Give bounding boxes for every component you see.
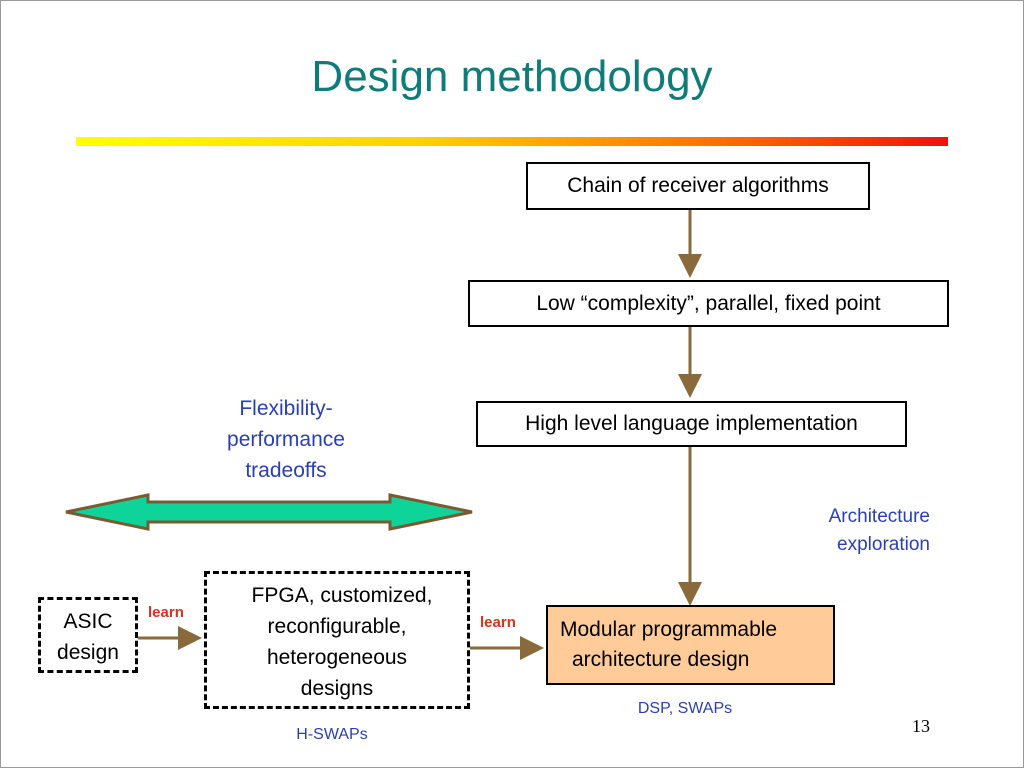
tradeoff-line-1: Flexibility- bbox=[239, 397, 333, 420]
low-complexity-box: Low “complexity”, parallel, fixed point bbox=[468, 280, 949, 327]
learn-label-right: learn bbox=[480, 614, 516, 631]
hswaps-label: H-SWAPs bbox=[296, 726, 368, 743]
asic-line-2: design bbox=[57, 641, 119, 664]
page-number: 13 bbox=[912, 716, 930, 736]
asic-line-1: ASIC bbox=[63, 610, 113, 633]
fpga-line-3: heterogeneous bbox=[266, 646, 408, 669]
title-gradient-bar bbox=[76, 137, 948, 146]
fpga-line-1: FPGA, customized, bbox=[251, 584, 433, 607]
modular-line-2: architecture design bbox=[572, 648, 750, 671]
modular-architecture-box: Modular programmable architecture design bbox=[546, 605, 835, 685]
modular-line-1: Modular programmable bbox=[560, 618, 778, 641]
fpga-line-4: designs bbox=[300, 677, 374, 700]
asic-design-box: ASIC design bbox=[38, 597, 138, 673]
architecture-exploration-label: Architecture exploration bbox=[770, 503, 930, 559]
chain-of-algorithms-box: Chain of receiver algorithms bbox=[526, 162, 870, 210]
fpga-line-2: reconfigurable, bbox=[267, 615, 407, 638]
arch-line-1: Architecture bbox=[828, 506, 930, 527]
tradeoff-label: Flexibility- performance tradeoffs bbox=[186, 393, 386, 486]
dsp-swaps-label: DSP, SWAPs bbox=[637, 700, 733, 717]
tradeoff-double-arrow bbox=[65, 493, 473, 531]
high-level-language-box: High level language implementation bbox=[476, 401, 907, 447]
tradeoff-line-2: performance bbox=[227, 428, 345, 451]
slide-title: Design methodology bbox=[311, 52, 713, 101]
fpga-designs-box: FPGA, customized, reconfigurable, hetero… bbox=[204, 571, 470, 709]
arch-line-2: exploration bbox=[837, 534, 930, 555]
tradeoff-line-3: tradeoffs bbox=[245, 459, 327, 482]
learn-label-left: learn bbox=[148, 604, 184, 621]
